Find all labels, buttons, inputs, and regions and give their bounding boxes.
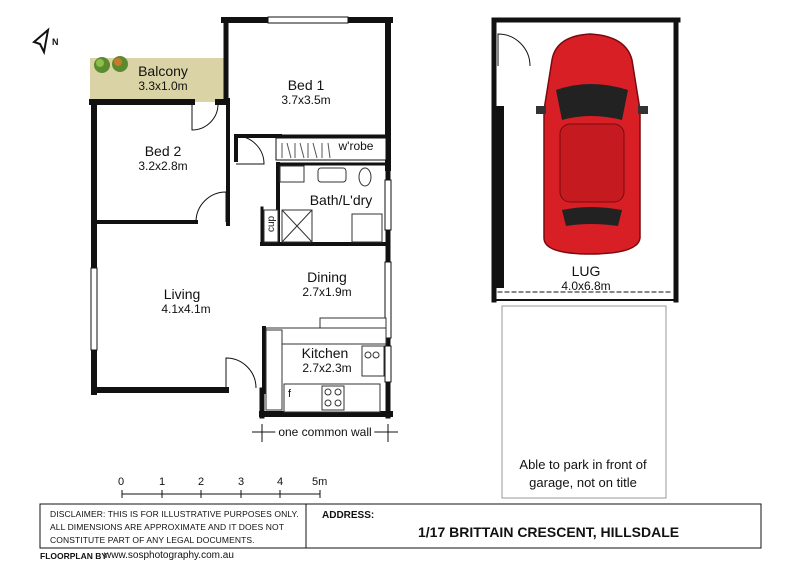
bed1-name: Bed 1 (287, 77, 325, 93)
common-wall-label: one common wall (275, 425, 375, 440)
parking-area (501, 305, 667, 499)
cupboard-label: cup (266, 215, 277, 232)
north-arrow-icon (32, 27, 50, 56)
scale-tick-3: 3 (238, 476, 245, 488)
bed2-name: Bed 2 (144, 143, 182, 159)
balcony-name: Balcony (138, 63, 188, 79)
kitchen-dims: 2.7x2.3m (302, 361, 352, 375)
bath-name: Bath/L'dry (309, 192, 373, 208)
bathroom-fixtures (263, 165, 383, 243)
wardrobe (275, 137, 387, 161)
parking-note-line1: Able to park in front of (519, 457, 647, 472)
lug-name: LUG (571, 263, 601, 279)
lug-dims: 4.0x6.8m (561, 279, 611, 293)
address-value: 1/17 BRITTAIN CRESCENT, HILLSDALE (418, 524, 680, 540)
living-dims: 4.1x4.1m (161, 302, 211, 316)
scale-tick-0: 0 (118, 476, 125, 488)
bed2-dims: 3.2x2.8m (138, 159, 188, 173)
kitchen-name: Kitchen (301, 345, 349, 361)
compass-label: N (52, 37, 59, 47)
scale-tick-1: 1 (159, 476, 166, 488)
living-name: Living (163, 286, 201, 302)
disclaimer-line2: ALL DIMENSIONS ARE APPROXIMATE AND IT DO… (50, 522, 284, 532)
balcony-dims: 3.3x1.0m (138, 79, 188, 93)
parking-note-line2: garage, not on title (529, 475, 637, 490)
disclaimer-line1: DISCLAIMER: THIS IS FOR ILLUSTRATIVE PUR… (50, 509, 299, 519)
disclaimer-line3: CONSTITUTE PART OF ANY LEGAL DOCUMENTS. (50, 535, 255, 545)
dining-name: Dining (307, 269, 347, 285)
fridge-label: f (288, 388, 292, 400)
kitchen-fixtures (265, 317, 387, 413)
car-icon (536, 33, 648, 255)
bed1-dims: 3.7x3.5m (281, 93, 331, 107)
scale-tick-2: 2 (198, 476, 205, 488)
credit-label: FLOORPLAN BY (40, 551, 108, 561)
scale-bar (121, 490, 321, 498)
scale-tick-5: 5m (312, 476, 328, 488)
credit-url: www.sosphotography.com.au (104, 550, 234, 561)
dining-dims: 2.7x1.9m (302, 285, 352, 299)
wardrobe-label: w'robe (338, 139, 374, 153)
address-label: ADDRESS: (322, 510, 375, 521)
scale-tick-4: 4 (277, 476, 284, 488)
plant-icon (94, 56, 128, 73)
